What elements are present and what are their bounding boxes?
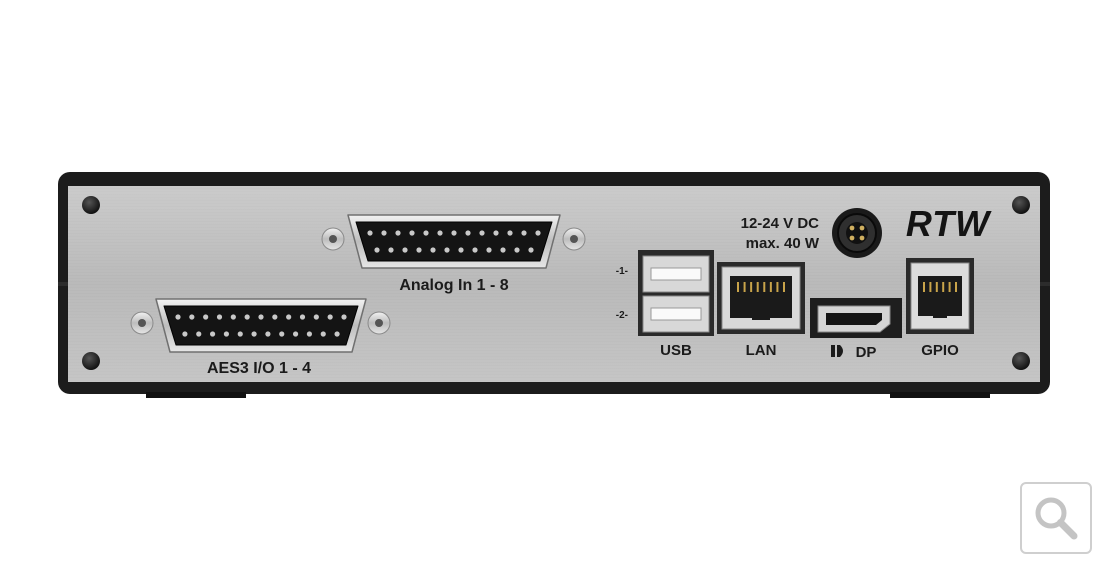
connector-pin	[175, 314, 181, 320]
lan-port[interactable]	[717, 262, 805, 334]
connector-pin	[230, 314, 236, 320]
gpio-label: GPIO	[921, 342, 959, 359]
analog-in-label: Analog In 1 - 8	[399, 277, 508, 294]
connector-pin	[216, 314, 223, 320]
contact-pin	[769, 282, 772, 292]
displayport-logo-icon	[831, 345, 843, 357]
usb-port-2-label: -2-	[616, 310, 628, 321]
connector-pin	[395, 230, 401, 236]
aes3-connector	[130, 298, 391, 353]
contact-pin	[737, 282, 739, 292]
connector-pin	[223, 331, 230, 337]
contact-pin	[948, 282, 951, 292]
aes3-io-label: AES3 I/O 1 - 4	[207, 360, 311, 377]
contact-pin	[935, 282, 938, 292]
contact-pin	[783, 282, 785, 292]
connector-pin	[258, 314, 264, 320]
connector-pin	[272, 314, 278, 320]
connector-pin	[381, 230, 387, 236]
connector-pin	[528, 247, 534, 253]
connector-pin	[306, 331, 313, 337]
contact-pin	[929, 282, 932, 292]
connector-pin	[535, 230, 541, 236]
connector-pin	[341, 314, 347, 320]
usb-label: USB	[660, 342, 692, 359]
connector-pin	[486, 247, 492, 253]
connector-pin	[493, 230, 499, 236]
connector-pin	[521, 230, 527, 236]
connector-pin	[189, 314, 195, 320]
magnifier-icon	[1035, 497, 1078, 540]
connector-pin	[507, 230, 513, 236]
screw-icon	[82, 196, 1030, 370]
connector-pin	[409, 230, 415, 236]
connector-pin	[451, 230, 457, 236]
connector-pin	[265, 331, 271, 337]
contact-pin	[776, 282, 779, 292]
power-connector[interactable]	[832, 208, 882, 258]
connector-pin	[313, 314, 319, 320]
connector-pin	[299, 314, 306, 320]
connector-pin	[472, 247, 478, 253]
zoom-button[interactable]	[1020, 482, 1092, 554]
connector-pin	[320, 331, 326, 337]
connector-pin	[514, 247, 520, 253]
connector-pin	[430, 247, 436, 253]
connector-pin	[182, 331, 188, 337]
connector-pin	[402, 247, 408, 253]
usb-port[interactable]	[638, 250, 714, 336]
lan-label: LAN	[746, 342, 777, 359]
connector-pin	[334, 331, 340, 337]
connector-pin	[286, 314, 292, 320]
dp-label: DP	[856, 344, 877, 361]
contact-pin	[955, 282, 957, 292]
contact-pin	[743, 282, 746, 292]
power-wattage-label: max. 40 W	[746, 235, 820, 252]
connector-pin	[444, 247, 450, 253]
contact-pin	[750, 282, 753, 292]
analog-in-connector	[321, 214, 586, 269]
connector-pin	[367, 230, 373, 236]
connector-pin	[244, 314, 250, 320]
connector-pin	[251, 331, 257, 337]
connector-pin	[203, 314, 209, 320]
connector-pin	[479, 230, 485, 236]
connector-pin	[327, 314, 333, 320]
connector-pin	[374, 247, 380, 253]
connector-pin	[458, 247, 464, 253]
displayport-port[interactable]	[810, 298, 902, 338]
connector-pin	[279, 331, 285, 337]
connector-pin	[465, 230, 471, 236]
gpio-port[interactable]	[906, 258, 974, 334]
connector-pin	[388, 247, 394, 253]
connector-pin	[292, 331, 299, 337]
contact-pin	[942, 282, 945, 292]
connector-pin	[416, 247, 422, 253]
contact-pin	[763, 282, 766, 292]
connector-pin	[437, 230, 443, 236]
power-voltage-label: 12-24 V DC	[741, 215, 820, 232]
usb-port-1-label: -1-	[616, 266, 628, 277]
contact-pin	[923, 282, 925, 292]
connector-pin	[423, 230, 429, 236]
connector-pin	[196, 331, 202, 337]
rtw-logo: RTW	[906, 203, 992, 244]
connector-pin	[500, 247, 506, 253]
connector-pin	[237, 331, 243, 337]
contact-pin	[756, 282, 759, 292]
connector-pin	[209, 331, 216, 337]
